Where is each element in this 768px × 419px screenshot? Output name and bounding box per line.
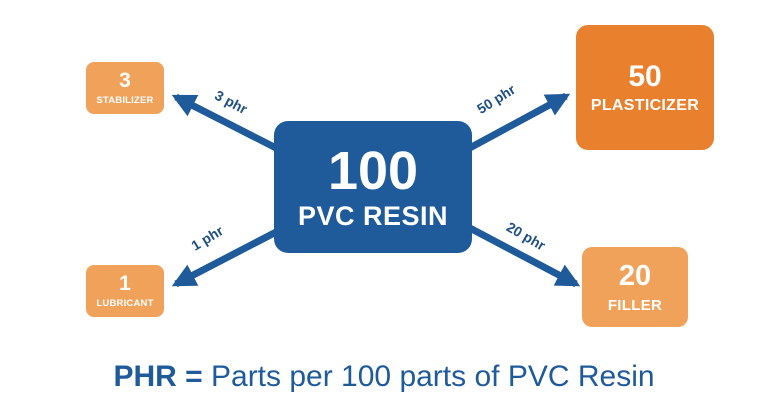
lubricant-number: 1 [119, 271, 131, 295]
plasticizer-box: 50 PLASTICIZER [576, 25, 714, 150]
pvc-resin-label: PVC RESIN [297, 201, 449, 231]
arrow-to-filler [464, 222, 581, 288]
lubricant-label: LUBRICANT [96, 297, 154, 309]
filler-box: 20 FILLER [582, 247, 688, 327]
pvc-resin-number: 100 [327, 141, 419, 201]
stabilizer-label: STABILIZER [96, 94, 154, 106]
filler-label: FILLER [607, 296, 663, 314]
stabilizer-number: 3 [119, 68, 131, 92]
plasticizer-label: PLASTICIZER [590, 96, 700, 114]
plasticizer-number: 50 [628, 59, 662, 93]
phr-abbreviation: PHR [113, 360, 177, 393]
lubricant-box: 1 LUBRICANT [86, 265, 164, 317]
pvc-resin-box: 100 PVC RESIN [274, 121, 472, 253]
phr-definition-text: Parts per 100 parts of PVC Resin [211, 360, 655, 393]
arrow-to-stabilizer [171, 93, 282, 154]
arrow-to-plasticizer [464, 92, 571, 154]
arrow-to-lubricant [171, 226, 282, 288]
filler-number: 20 [618, 259, 652, 292]
stabilizer-box: 3 STABILIZER [86, 62, 164, 114]
phr-definition: PHR = Parts per 100 parts of PVC Resin [0, 360, 768, 394]
equals-sign: = [176, 360, 211, 393]
